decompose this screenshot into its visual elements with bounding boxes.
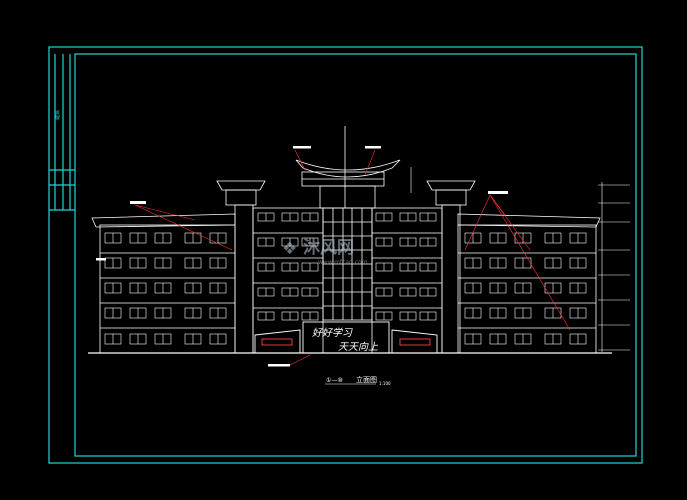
right-roof-drum [426,180,476,191]
drawing-title: ①—⑩ 立面图 1:100 [325,375,391,386]
left-roof-drum [216,180,266,191]
leader-lines [134,149,571,366]
drawing-title-axes: ①—⑩ [326,377,343,384]
central-crown [295,159,401,178]
right-wing-roof [457,213,601,228]
left-wing [91,213,236,354]
right-entrance-canopy [391,329,438,354]
right-stair-tower [441,204,461,354]
right-wing-body [457,224,597,354]
entrance-banner-panel [302,321,390,354]
left-entrance-canopy [254,329,301,354]
inner-border [74,53,637,457]
central-tower [295,126,401,321]
right-wing [457,213,601,354]
roof-drums [216,180,476,206]
watermark-brand: 沐风网 [303,238,354,258]
entrance [254,321,438,354]
drawing-title-scale: 1:100 [379,381,391,386]
elevation-markers [410,167,630,352]
title-block-label: 建筑 [54,110,61,120]
drawing-title-name: 立面图 [356,375,377,384]
watermark-logo-icon: ❖ [282,239,297,259]
watermark-url: www.mfcad.com [318,259,368,266]
left-stair-tower [234,204,254,354]
banner-line-2: 天天向上 [338,341,379,353]
drawing-frame [48,46,643,464]
note-tags [96,146,508,367]
banner-line-1: 好好学习 [312,327,353,339]
window-array [104,212,587,345]
watermark: ❖ 沐风网 www.mfcad.com [282,238,368,266]
outer-border [48,46,643,464]
